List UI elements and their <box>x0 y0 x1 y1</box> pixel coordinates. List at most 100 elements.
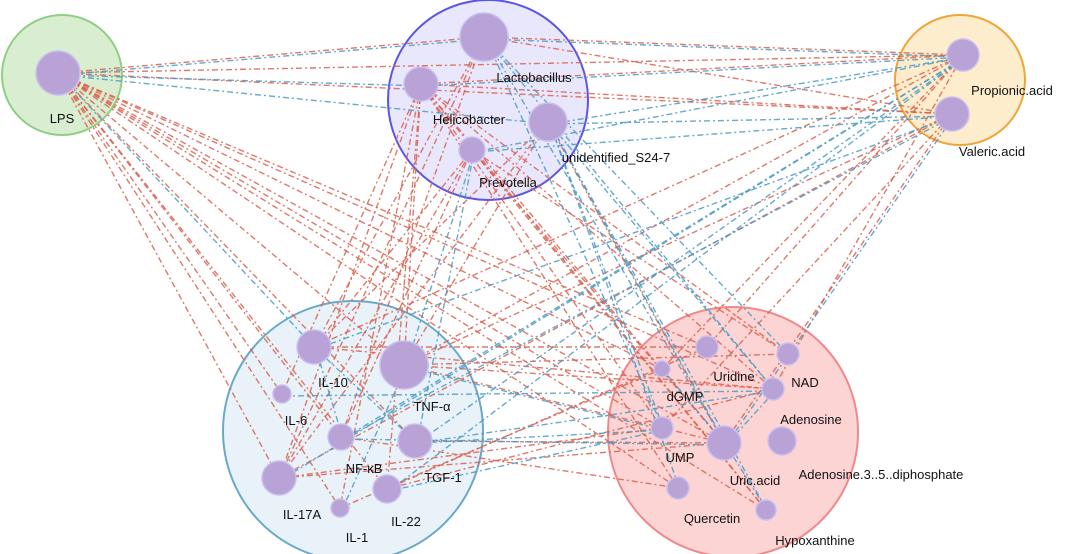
positive-edge-lps-tnf <box>57 72 405 366</box>
node-ump[interactable] <box>650 416 674 440</box>
node-il-1[interactable] <box>330 498 350 518</box>
positive-edge-il-17a-uric-acid <box>278 442 725 479</box>
node-label-uridine: Uridine <box>713 369 754 384</box>
group-cytokines <box>222 300 484 554</box>
positive-edge-valeric-acid-il-17a <box>278 113 953 479</box>
node-label-dgmp: dGMP <box>667 389 704 404</box>
node-label-lps: LPS <box>50 111 75 126</box>
positive-edge-lps-hypoxanthine <box>57 72 767 511</box>
node-unidentified-s24-7[interactable] <box>528 102 568 142</box>
negative-edge-nf-b-uric-acid <box>342 438 727 446</box>
group-bacteria <box>387 0 589 201</box>
positive-edge-il-22-uridine <box>386 346 708 490</box>
node-label-nf-b: NF-κB <box>346 461 383 476</box>
positive-edge-lps-tgf-1 <box>57 72 416 442</box>
negative-edge-unidentified-s24-7-valeric-acid <box>549 115 955 125</box>
positive-edge-helicobacter-valeric-acid <box>420 83 953 115</box>
positive-edge-propionic-acid-tnf <box>403 54 964 366</box>
node-il-17a[interactable] <box>261 460 297 496</box>
negative-edge-prevotella-propionic-acid <box>473 56 966 153</box>
positive-edge-valeric-acid-tnf <box>403 113 953 366</box>
node-label-il-1: IL-1 <box>346 530 368 545</box>
node-hypoxanthine[interactable] <box>755 499 777 521</box>
node-label-propionic-acid: Propionic.acid <box>971 83 1053 98</box>
node-helicobacter[interactable] <box>403 66 439 102</box>
positive-edge-lactobacillus-propionic-acid <box>483 36 964 56</box>
positive-edge-prevotella-nf-b <box>340 149 473 438</box>
negative-edge-lactobacillus-ump <box>485 38 665 431</box>
node-quercetin[interactable] <box>666 476 690 500</box>
positive-edge-lactobacillus-il-17a <box>278 36 485 479</box>
positive-edge-prevotella-il-17a <box>278 149 473 479</box>
positive-edge-helicobacter-ump <box>420 83 663 429</box>
positive-edge-lps-il-22 <box>57 72 388 490</box>
negative-edge-propionic-acid-il-22 <box>388 56 966 492</box>
negative-edge-tnf-il-1 <box>341 366 407 511</box>
node-label-adenosine: Adenosine <box>780 412 841 427</box>
negative-edge-il-10-nf-b <box>315 348 344 440</box>
negative-edge-prevotella-valeric-acid <box>473 115 955 153</box>
node-il-6[interactable] <box>272 384 292 404</box>
positive-edge-valeric-acid-uric-acid <box>723 113 953 444</box>
node-lactobacillus[interactable] <box>459 12 509 62</box>
negative-edge-lps-il-10 <box>59 74 317 350</box>
positive-edge-tnf-adenosine <box>403 364 774 390</box>
positive-edge-lps-il-1 <box>57 72 341 509</box>
positive-edge-tnf-nad <box>403 353 789 366</box>
negative-edge-lps-lactobacillus <box>59 38 487 76</box>
negative-edge-valeric-acid-nf-b <box>342 115 955 440</box>
node-uridine[interactable] <box>695 335 719 359</box>
node-label-lactobacillus: Lactobacillus <box>496 70 572 85</box>
negative-edge-valeric-acid-uric-acid <box>725 115 955 446</box>
node-valeric-acid[interactable] <box>934 96 970 132</box>
positive-edge-lps-quercetin <box>57 72 679 489</box>
node-prevotella[interactable] <box>458 136 486 164</box>
positive-edge-lps-adenosine <box>57 72 774 390</box>
positive-edge-lps-uric-acid <box>57 72 725 444</box>
node-il-22[interactable] <box>372 474 402 504</box>
node-label-il-22: IL-22 <box>391 514 421 529</box>
node-label-prevotella: Prevotella <box>479 175 538 190</box>
positive-edge-lps-valeric-acid <box>57 72 953 115</box>
node-il-10[interactable] <box>296 329 332 365</box>
node-label-tnf: TNF-α <box>413 399 451 414</box>
node-label-valeric-acid: Valeric.acid <box>959 144 1025 159</box>
negative-edge-il-6-adenosine <box>283 390 776 397</box>
positive-edge-unidentified-s24-7-il-10 <box>313 121 549 348</box>
node-propionic-acid[interactable] <box>946 38 980 72</box>
negative-edge-prevotella-tnf <box>405 151 475 368</box>
positive-edge-lps-lactobacillus <box>57 36 485 74</box>
node-label-helicobacter: Helicobacter <box>433 112 506 127</box>
node-label-unidentified-s24-7: unidentified_S24-7 <box>562 150 670 165</box>
positive-edge-lactobacillus-nf-b <box>340 36 485 438</box>
node-tnf[interactable] <box>379 340 429 390</box>
node-label-adenosine-3-5-diphosphate: Adenosine.3..5..diphosphate <box>799 467 964 482</box>
node-adenosine[interactable] <box>761 377 785 401</box>
node-nf-b[interactable] <box>327 423 355 451</box>
nodes <box>35 12 980 521</box>
negative-edge-lps-unidentified-s24-7 <box>59 74 551 125</box>
negative-edge-unidentified-s24-7-hypoxanthine <box>549 123 769 513</box>
node-dgmp[interactable] <box>653 360 671 378</box>
node-label-quercetin: Quercetin <box>684 511 740 526</box>
negative-edge-unidentified-s24-7-propionic-acid <box>549 56 966 125</box>
negative-edge-uric-acid-adenosine <box>725 390 776 446</box>
positive-edge-helicobacter-uric-acid <box>420 83 725 444</box>
node-lps[interactable] <box>35 50 81 96</box>
positive-edge-lactobacillus-il-10 <box>313 36 485 348</box>
node-label-ump: UMP <box>666 450 695 465</box>
node-tgf-1[interactable] <box>397 423 433 459</box>
node-adenosine-3-5-diphosphate[interactable] <box>767 426 797 456</box>
negative-edge-lactobacillus-adenosine <box>485 38 776 392</box>
positive-edge-lps-ump <box>57 72 663 429</box>
negative-edge-unidentified-s24-7-uric-acid <box>549 123 727 446</box>
node-nad[interactable] <box>776 342 800 366</box>
negative-edge-il-10-tgf-1 <box>315 348 418 444</box>
node-uric-acid[interactable] <box>706 425 742 461</box>
node-label-il-6: IL-6 <box>285 413 307 428</box>
negative-edge-propionic-acid-nf-b <box>342 56 966 440</box>
positive-edge-propionic-acid-adenosine <box>772 54 964 390</box>
